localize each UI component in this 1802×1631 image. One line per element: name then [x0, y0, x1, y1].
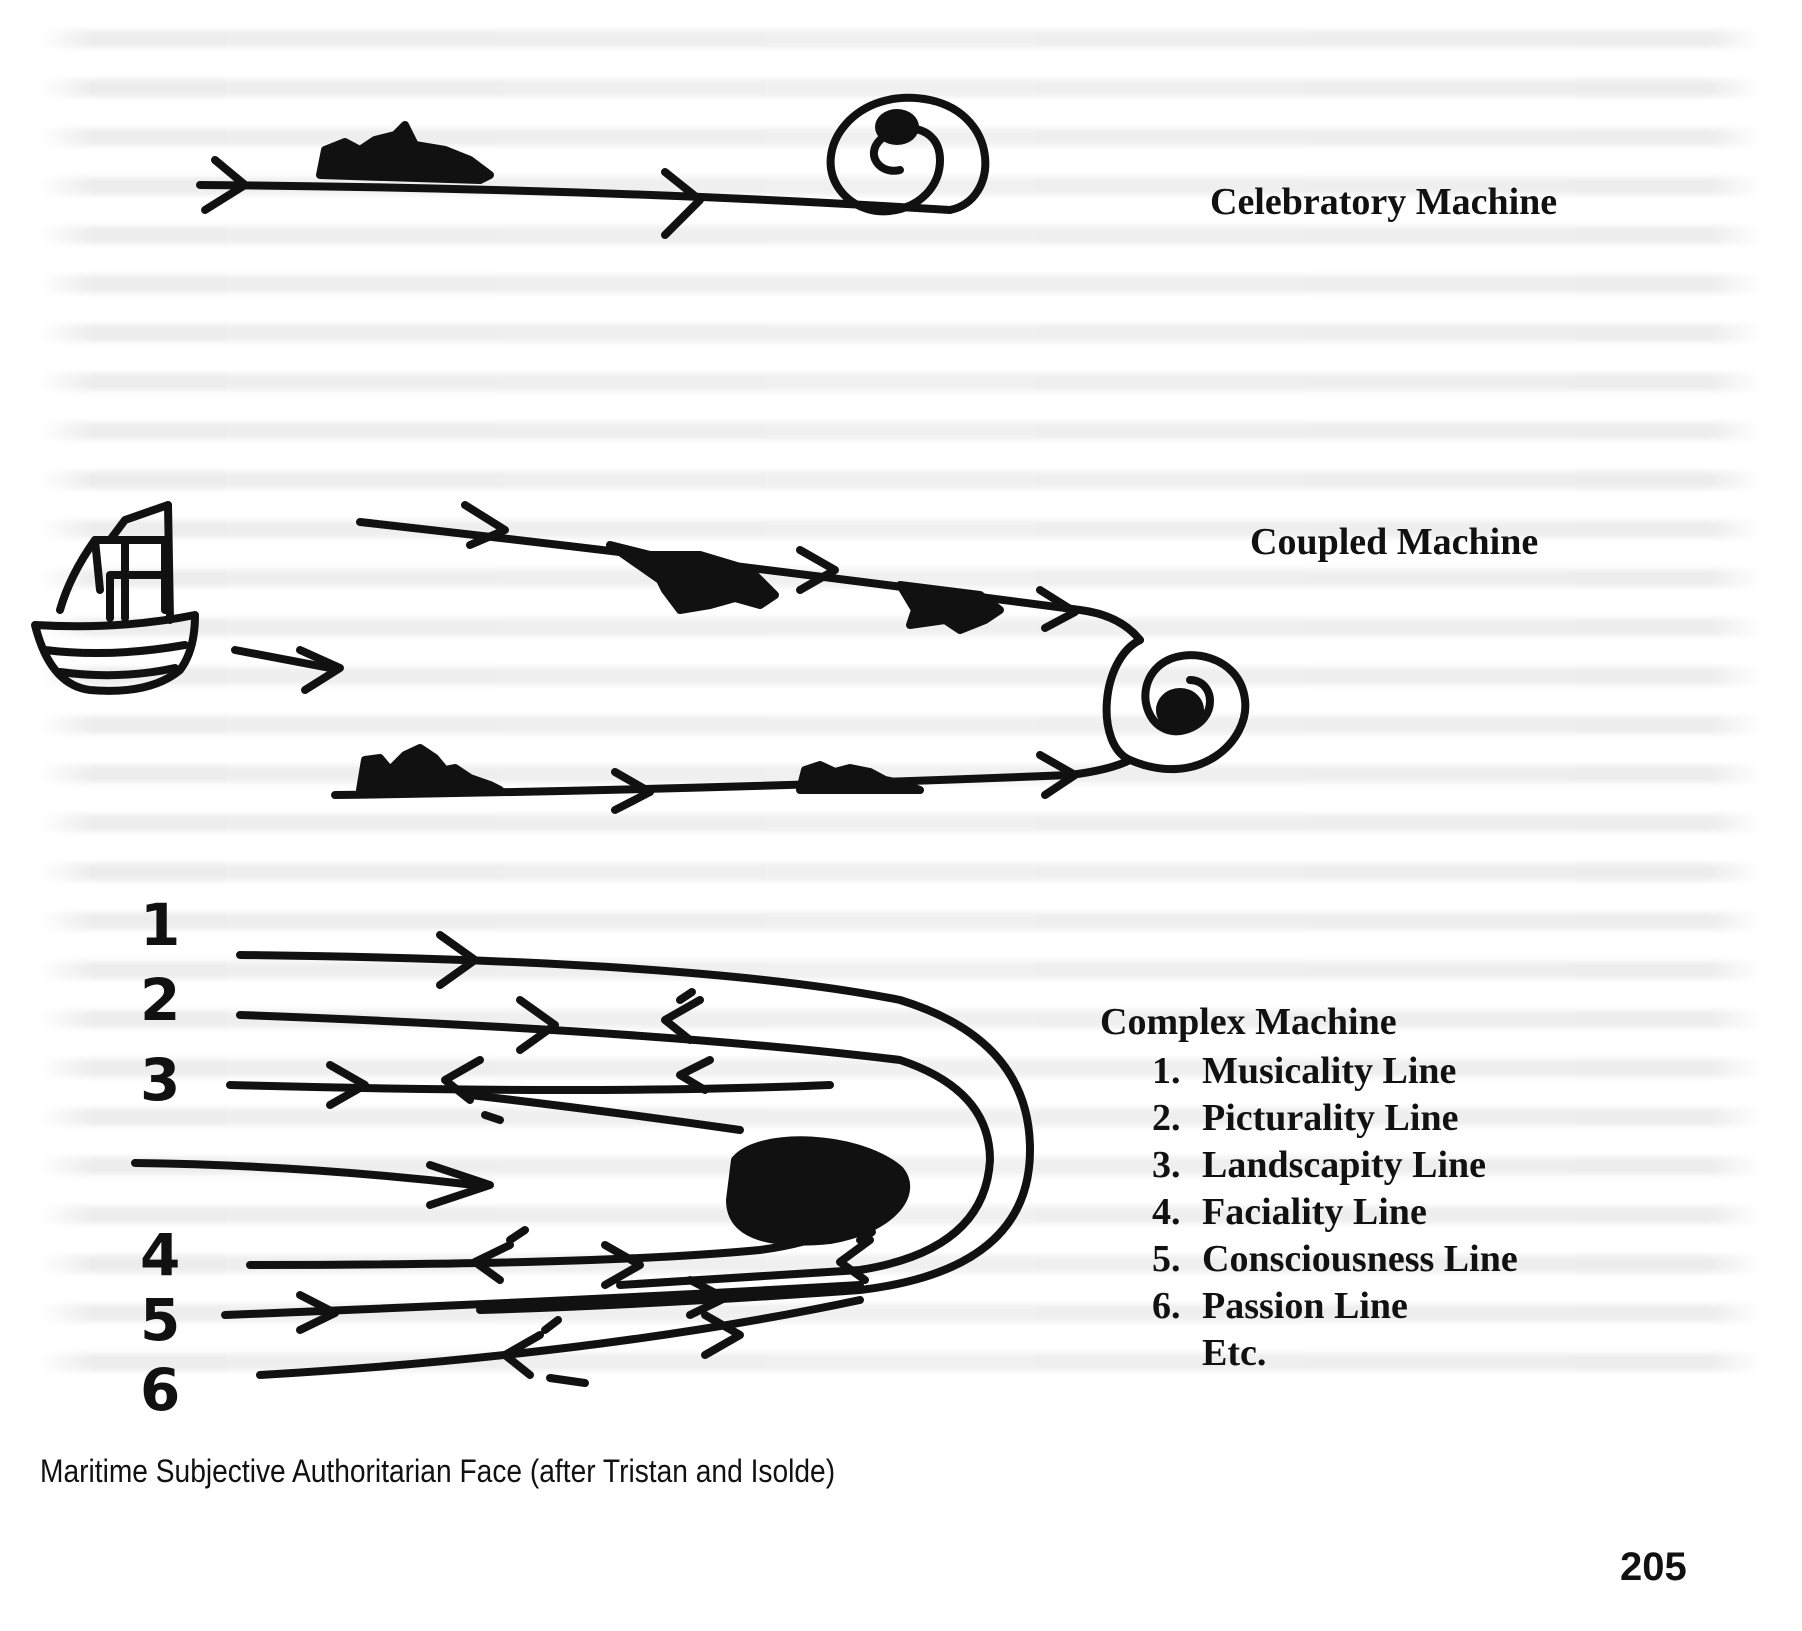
- complex-line-2-dash: [680, 992, 692, 1000]
- complex-line-4-arrow: [605, 1245, 640, 1285]
- numeral-3: 3: [140, 1046, 180, 1114]
- coupled-upper-landscape-1: [610, 545, 775, 610]
- coupled-machine: [35, 505, 1245, 810]
- coupled-upper-arrow-2: [800, 550, 835, 590]
- list-item: 2.Picturality Line: [1152, 1095, 1518, 1142]
- complex-line-3: [230, 1085, 830, 1090]
- complex-machine: [135, 935, 1030, 1383]
- complex-inner-curve: [470, 1095, 740, 1130]
- complex-open-line: [135, 1163, 475, 1185]
- celebratory-spiral-core: [875, 109, 919, 145]
- celebratory-landscape: [320, 125, 490, 180]
- coupled-lower-landscape-1: [360, 748, 500, 790]
- complex-etc: Etc.: [1100, 1330, 1518, 1377]
- list-item: 4.Faciality Line: [1152, 1189, 1518, 1236]
- list-item-number: 1.: [1152, 1048, 1202, 1095]
- celebratory-machine-label: Celebratory Machine: [1210, 180, 1557, 224]
- list-item-label: Picturality Line: [1202, 1097, 1458, 1139]
- complex-line-3-dash: [485, 1115, 500, 1120]
- list-item-number: 4.: [1152, 1189, 1202, 1236]
- list-item-label: Landscapity Line: [1202, 1144, 1486, 1186]
- complex-line-2-back: [665, 1000, 700, 1040]
- complex-lines-list: 1.Musicality Line 2.Picturality Line 3.L…: [1100, 1048, 1518, 1330]
- list-item-label: Consciousness Line: [1202, 1238, 1518, 1280]
- list-item: 6.Passion Line: [1152, 1283, 1518, 1330]
- coupled-machine-label: Coupled Machine: [1250, 520, 1538, 564]
- coupled-spiral-core: [1156, 688, 1204, 732]
- figure-caption: Maritime Subjective Authoritarian Face (…: [40, 1453, 835, 1490]
- celebratory-arrow-2: [665, 172, 700, 235]
- complex-line-6-dash-2: [550, 1378, 585, 1383]
- celebratory-machine: [200, 98, 985, 235]
- list-item: 5.Consciousness Line: [1152, 1236, 1518, 1283]
- numeral-1: 1: [140, 891, 180, 959]
- complex-machine-label: Complex Machine: [1100, 1000, 1518, 1044]
- list-item-number: 3.: [1152, 1142, 1202, 1189]
- complex-line-6-dash: [545, 1320, 558, 1330]
- list-item-number: 5.: [1152, 1236, 1202, 1283]
- list-item: 3.Landscapity Line: [1152, 1142, 1518, 1189]
- coupled-upper-landscape-2: [900, 585, 1000, 630]
- list-item-label: Musicality Line: [1202, 1050, 1456, 1092]
- numeral-6: 6: [140, 1356, 180, 1424]
- handwritten-numerals: 1 2 3 4 5 6: [140, 891, 180, 1424]
- page-number: 205: [1620, 1545, 1687, 1590]
- complex-machine-legend: Complex Machine 1.Musicality Line 2.Pict…: [1100, 1000, 1518, 1377]
- complex-line-4-dash: [510, 1230, 525, 1240]
- boat-icon: [35, 505, 195, 691]
- list-item-label: Passion Line: [1202, 1285, 1408, 1327]
- numeral-4: 4: [140, 1221, 180, 1289]
- list-item-label: Faciality Line: [1202, 1191, 1427, 1233]
- numeral-5: 5: [140, 1286, 180, 1354]
- list-item-number: 6.: [1152, 1283, 1202, 1330]
- complex-center-dot: [730, 1140, 906, 1241]
- complex-line-2: [240, 1015, 990, 1285]
- list-item: 1.Musicality Line: [1152, 1048, 1518, 1095]
- numeral-2: 2: [140, 966, 180, 1034]
- list-item-number: 2.: [1152, 1095, 1202, 1142]
